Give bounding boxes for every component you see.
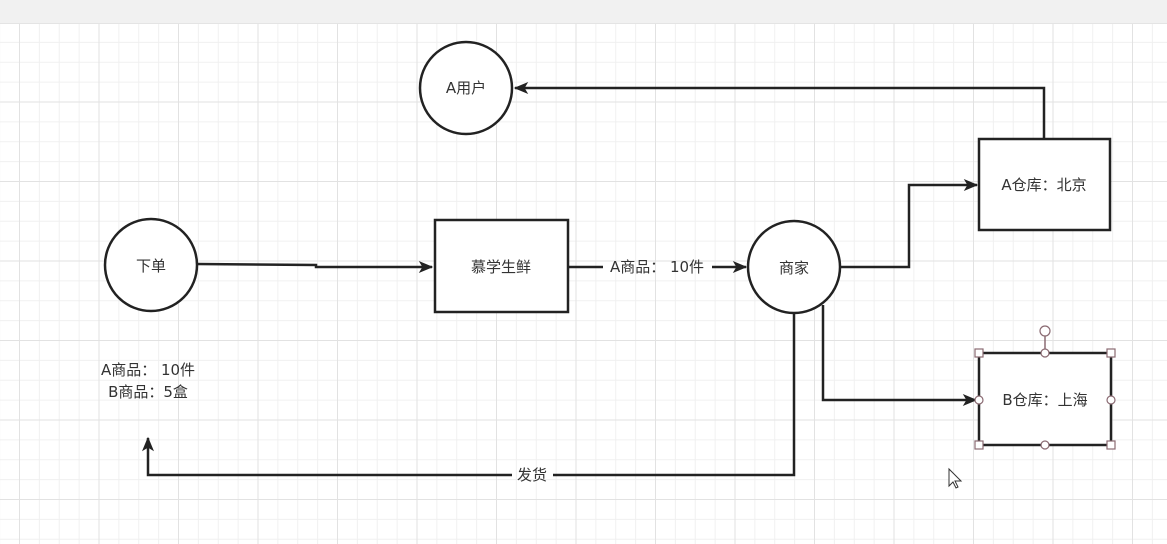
edge-order-to-platform[interactable] <box>196 261 434 273</box>
resize-handle-bottom-right[interactable] <box>1106 440 1116 450</box>
connection-point-right[interactable] <box>1106 395 1116 405</box>
node-platform[interactable]: 慕学生鲜 <box>433 218 570 314</box>
node-user-a-label: A用户 <box>446 79 486 97</box>
top-toolbar-strip <box>0 0 1167 24</box>
edge-warehouse-a-to-user-a[interactable] <box>513 82 1046 138</box>
connection-point-left[interactable] <box>974 395 984 405</box>
node-warehouse-b-label: B仓库：上海 <box>1002 391 1087 409</box>
resize-handle-top-right[interactable] <box>1106 348 1116 358</box>
node-user-a[interactable]: A用户 <box>418 40 514 136</box>
note-line-b: B商品：5盒 <box>108 383 188 401</box>
node-warehouse-a-label: A仓库：北京 <box>1001 176 1086 194</box>
edge-merchant-to-warehouse-b[interactable] <box>821 305 978 406</box>
rotate-handle[interactable] <box>1039 325 1051 337</box>
edge-platform-to-merchant[interactable]: A商品： 10件 <box>568 258 748 276</box>
edge-label-platform-to-merchant: A商品： 10件 <box>610 258 704 276</box>
connection-point-bottom[interactable] <box>1040 440 1050 450</box>
selection-handles[interactable] <box>974 325 1116 450</box>
resize-handle-top-left[interactable] <box>974 348 984 358</box>
node-merchant-label: 商家 <box>779 259 809 277</box>
mouse-cursor-icon <box>948 467 963 489</box>
connection-point-top[interactable] <box>1040 348 1050 358</box>
resize-handle-bottom-left[interactable] <box>974 440 984 450</box>
diagram-canvas-grid[interactable] <box>0 24 1167 544</box>
edge-label-ship: 发货 <box>517 466 547 484</box>
note-line-a: A商品： 10件 <box>101 361 195 379</box>
node-order-label: 下单 <box>136 257 166 275</box>
node-platform-label: 慕学生鲜 <box>471 258 531 276</box>
node-warehouse-b[interactable]: B仓库：上海 <box>977 351 1113 447</box>
node-order[interactable]: 下单 <box>103 217 199 313</box>
order-items-note[interactable]: A商品： 10件 B商品：5盒 <box>101 361 195 401</box>
edge-merchant-to-order[interactable]: 发货 <box>142 313 796 484</box>
node-warehouse-a[interactable]: A仓库：北京 <box>977 137 1112 232</box>
node-merchant[interactable]: 商家 <box>746 219 842 315</box>
edge-merchant-to-warehouse-a[interactable] <box>840 179 979 269</box>
